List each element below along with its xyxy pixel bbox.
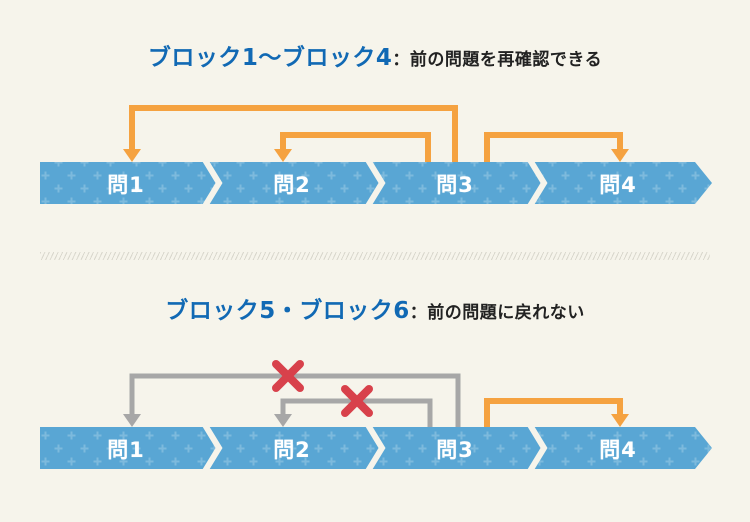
section2-step-bar xyxy=(40,423,712,473)
step-bar-pattern xyxy=(40,162,712,204)
arrow-q3-to-q1 xyxy=(129,105,458,162)
section2-title-separator: ： xyxy=(409,303,428,323)
chevron-separator xyxy=(527,423,548,473)
arrow-q3-to-q2 xyxy=(280,132,431,162)
section1-title: ブロック1〜ブロック4 ： 前の問題を再確認できる xyxy=(0,38,750,72)
chevron-separator xyxy=(202,158,223,208)
blocked-x-icon xyxy=(272,360,304,392)
arrowhead-icon xyxy=(274,414,292,427)
chevron-separator xyxy=(202,423,223,473)
chevron-separator xyxy=(365,423,386,473)
arrow-q3-to-q1-blocked xyxy=(129,373,461,427)
step-label-q4: 問4 xyxy=(599,438,637,462)
section2-title-highlight: ブロック5・ブロック6 xyxy=(165,298,410,324)
step-label-q3: 問3 xyxy=(436,438,474,462)
step-label-q1: 問1 xyxy=(107,438,145,462)
section1-arrows xyxy=(123,105,629,162)
arrowhead-icon xyxy=(123,149,141,162)
section1-title-highlight: ブロック1〜ブロック4 xyxy=(147,45,393,71)
section2-title-description: 前の問題に戻れない xyxy=(427,303,585,323)
section1-title-description: 前の問題を再確認できる xyxy=(409,50,603,70)
arrowhead-icon xyxy=(274,149,292,162)
section2-title: ブロック5・ブロック6 ： 前の問題に戻れない xyxy=(0,291,750,325)
section1-step-bar xyxy=(40,158,712,208)
arrow-q3-to-q4 xyxy=(484,398,623,427)
step-label-q3: 問3 xyxy=(436,173,474,197)
chevron-separator xyxy=(365,158,386,208)
step-label-q1: 問1 xyxy=(107,173,145,197)
section1-title-separator: ： xyxy=(392,50,410,70)
blocked-x-icon xyxy=(341,385,373,417)
step-label-q2: 問2 xyxy=(273,438,311,462)
arrowhead-icon xyxy=(611,149,629,162)
step-bar-pattern xyxy=(40,427,712,469)
step-label-q2: 問2 xyxy=(273,173,311,197)
section-divider xyxy=(40,252,710,260)
arrow-q3-to-q4 xyxy=(484,132,623,162)
arrowhead-icon xyxy=(611,414,629,427)
arrowhead-icon xyxy=(123,414,141,427)
step-label-q4: 問4 xyxy=(599,173,637,197)
chevron-separator xyxy=(527,158,548,208)
section2-arrows xyxy=(123,360,629,427)
